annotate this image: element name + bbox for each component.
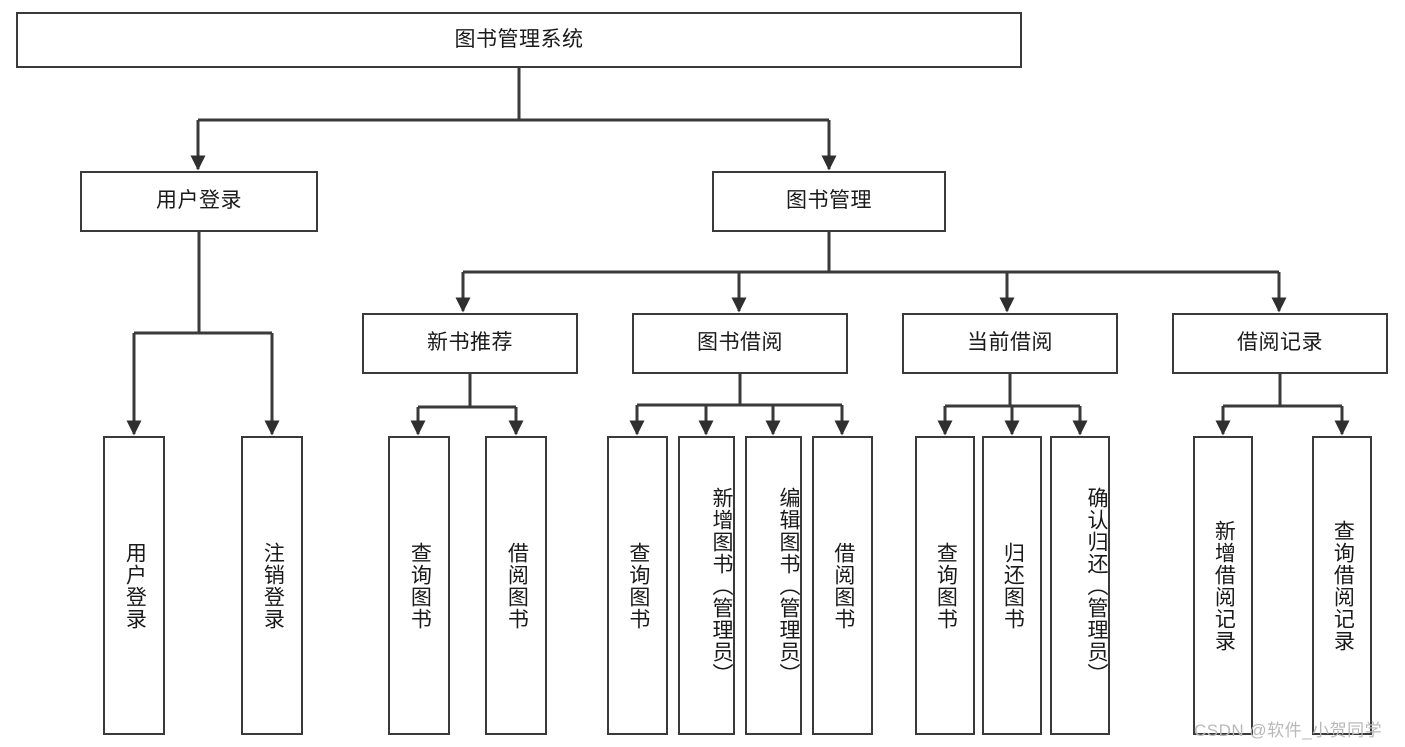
node-level2-0-label: 用户登录 [156,189,242,213]
node-leaf-11[interactable]: 新增借阅记录 [1193,436,1253,735]
node-level3-2[interactable]: 当前借阅 [902,313,1118,374]
node-leaf-12[interactable]: 查询借阅记录 [1312,436,1372,735]
node-level3-0[interactable]: 新书推荐 [362,313,578,374]
node-leaf-2[interactable]: 查询图书 [388,436,450,735]
node-leaf-10[interactable]: 确认归还（管理员） [1050,436,1110,735]
node-leaf-6-label: 编辑图书（管理员） [777,486,800,685]
node-leaf-7-label: 借阅图书 [831,541,855,630]
node-leaf-9[interactable]: 归还图书 [982,436,1042,735]
node-level2-1-label: 图书管理 [786,189,872,213]
node-leaf-9-label: 归还图书 [1001,541,1025,630]
node-leaf-5-label: 新增图书（管理员） [710,486,733,685]
node-leaf-10-label: 确认归还（管理员） [1085,486,1108,685]
node-root[interactable]: 图书管理系统 [16,12,1022,68]
node-leaf-1-label: 注销登录 [261,541,285,630]
node-leaf-12-label: 查询借阅记录 [1331,519,1355,652]
node-leaf-11-label: 新增借阅记录 [1212,519,1236,652]
node-level2-0[interactable]: 用户登录 [80,171,318,232]
node-leaf-8-label: 查询图书 [934,541,958,630]
node-level3-1[interactable]: 图书借阅 [632,313,848,374]
node-root-label: 图书管理系统 [454,27,584,51]
node-leaf-6[interactable]: 编辑图书（管理员） [745,436,802,735]
node-level3-0-label: 新书推荐 [427,331,513,355]
node-leaf-1[interactable]: 注销登录 [241,436,303,735]
node-leaf-3[interactable]: 借阅图书 [485,436,547,735]
node-leaf-0-label: 用户登录 [123,541,147,630]
node-leaf-5[interactable]: 新增图书（管理员） [678,436,735,735]
node-leaf-0[interactable]: 用户登录 [103,436,165,735]
node-level2-1[interactable]: 图书管理 [712,171,946,232]
node-level3-3[interactable]: 借阅记录 [1172,313,1388,374]
node-leaf-4[interactable]: 查询图书 [607,436,668,735]
watermark: CSDN @软件_小贺同学 [1194,721,1383,740]
node-leaf-2-label: 查询图书 [408,541,432,630]
node-leaf-7[interactable]: 借阅图书 [812,436,873,735]
node-level3-3-label: 借阅记录 [1237,331,1323,355]
node-level3-1-label: 图书借阅 [697,331,783,355]
node-leaf-3-label: 借阅图书 [505,541,529,630]
node-leaf-4-label: 查询图书 [626,541,650,630]
node-leaf-8[interactable]: 查询图书 [915,436,975,735]
node-level3-2-label: 当前借阅 [967,331,1053,355]
